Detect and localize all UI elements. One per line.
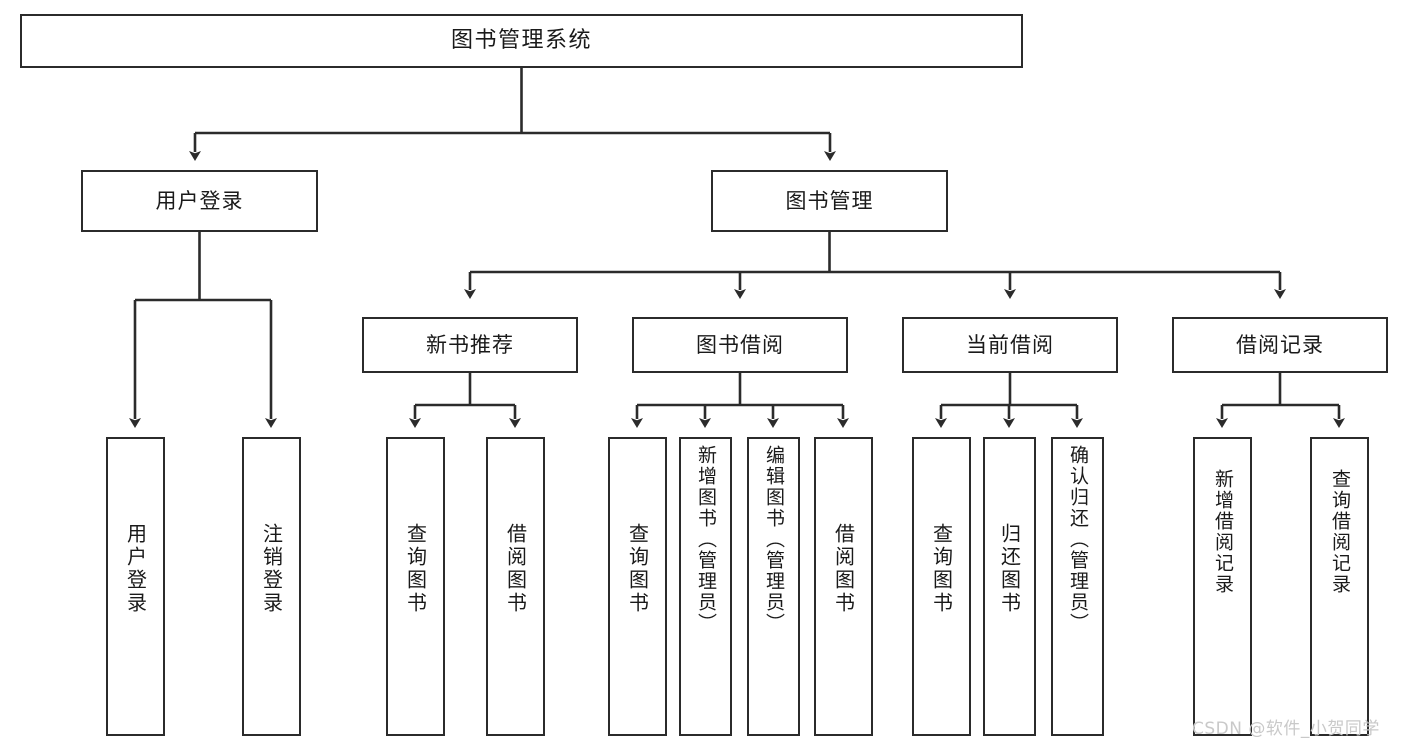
csdn-watermark: CSDN @软件_小贺同学 bbox=[1192, 719, 1380, 739]
node-label: 新书推荐 bbox=[426, 332, 514, 357]
node-label: 新增借阅记录 bbox=[1212, 469, 1234, 595]
node-root-book-management-system[interactable]: 图书管理系统 bbox=[20, 14, 1023, 68]
leaf-user-login[interactable]: 用户登录 bbox=[106, 437, 165, 736]
node-label: 借阅图书 bbox=[503, 523, 528, 615]
leaf-query-borrow-record[interactable]: 查询借阅记录 bbox=[1310, 437, 1369, 736]
node-label: 查询图书 bbox=[929, 523, 954, 615]
node-borrow-record[interactable]: 借阅记录 bbox=[1172, 317, 1388, 373]
leaf-query-book-recommend[interactable]: 查询图书 bbox=[386, 437, 445, 736]
node-label: 用户登录 bbox=[155, 188, 244, 213]
node-book-borrow[interactable]: 图书借阅 bbox=[632, 317, 848, 373]
leaf-add-borrow-record[interactable]: 新增借阅记录 bbox=[1193, 437, 1252, 736]
node-label: 确认归还（管理员） bbox=[1067, 445, 1089, 634]
leaf-query-book-borrow[interactable]: 查询图书 bbox=[608, 437, 667, 736]
node-label: 图书借阅 bbox=[696, 332, 784, 357]
node-label: 图书管理系统 bbox=[450, 28, 592, 54]
node-book-management[interactable]: 图书管理 bbox=[711, 170, 948, 232]
leaf-borrow-book-recommend[interactable]: 借阅图书 bbox=[486, 437, 545, 736]
node-label: 注销登录 bbox=[259, 523, 284, 615]
node-label: 编辑图书（管理员） bbox=[763, 445, 785, 634]
leaf-query-book-current[interactable]: 查询图书 bbox=[912, 437, 971, 736]
node-label: 用户登录 bbox=[123, 523, 148, 615]
node-label: 当前借阅 bbox=[966, 332, 1054, 357]
leaf-logout-login[interactable]: 注销登录 bbox=[242, 437, 301, 736]
node-label: 新增图书（管理员） bbox=[695, 445, 717, 634]
leaf-confirm-return[interactable]: 确认归还（管理员） bbox=[1051, 437, 1104, 736]
node-label: 查询借阅记录 bbox=[1329, 469, 1351, 595]
node-label: 借阅记录 bbox=[1236, 332, 1324, 357]
leaf-borrow-book-borrow[interactable]: 借阅图书 bbox=[814, 437, 873, 736]
node-label: 查询图书 bbox=[625, 523, 650, 615]
leaf-return-book[interactable]: 归还图书 bbox=[983, 437, 1036, 736]
node-new-book-recommend[interactable]: 新书推荐 bbox=[362, 317, 578, 373]
node-label: 查询图书 bbox=[403, 523, 428, 615]
node-user-login[interactable]: 用户登录 bbox=[81, 170, 318, 232]
node-label: 归还图书 bbox=[997, 523, 1022, 615]
leaf-edit-book[interactable]: 编辑图书（管理员） bbox=[747, 437, 800, 736]
node-label: 借阅图书 bbox=[831, 523, 856, 615]
node-label: 图书管理 bbox=[785, 188, 874, 213]
leaf-add-book[interactable]: 新增图书（管理员） bbox=[679, 437, 732, 736]
node-current-borrow[interactable]: 当前借阅 bbox=[902, 317, 1118, 373]
